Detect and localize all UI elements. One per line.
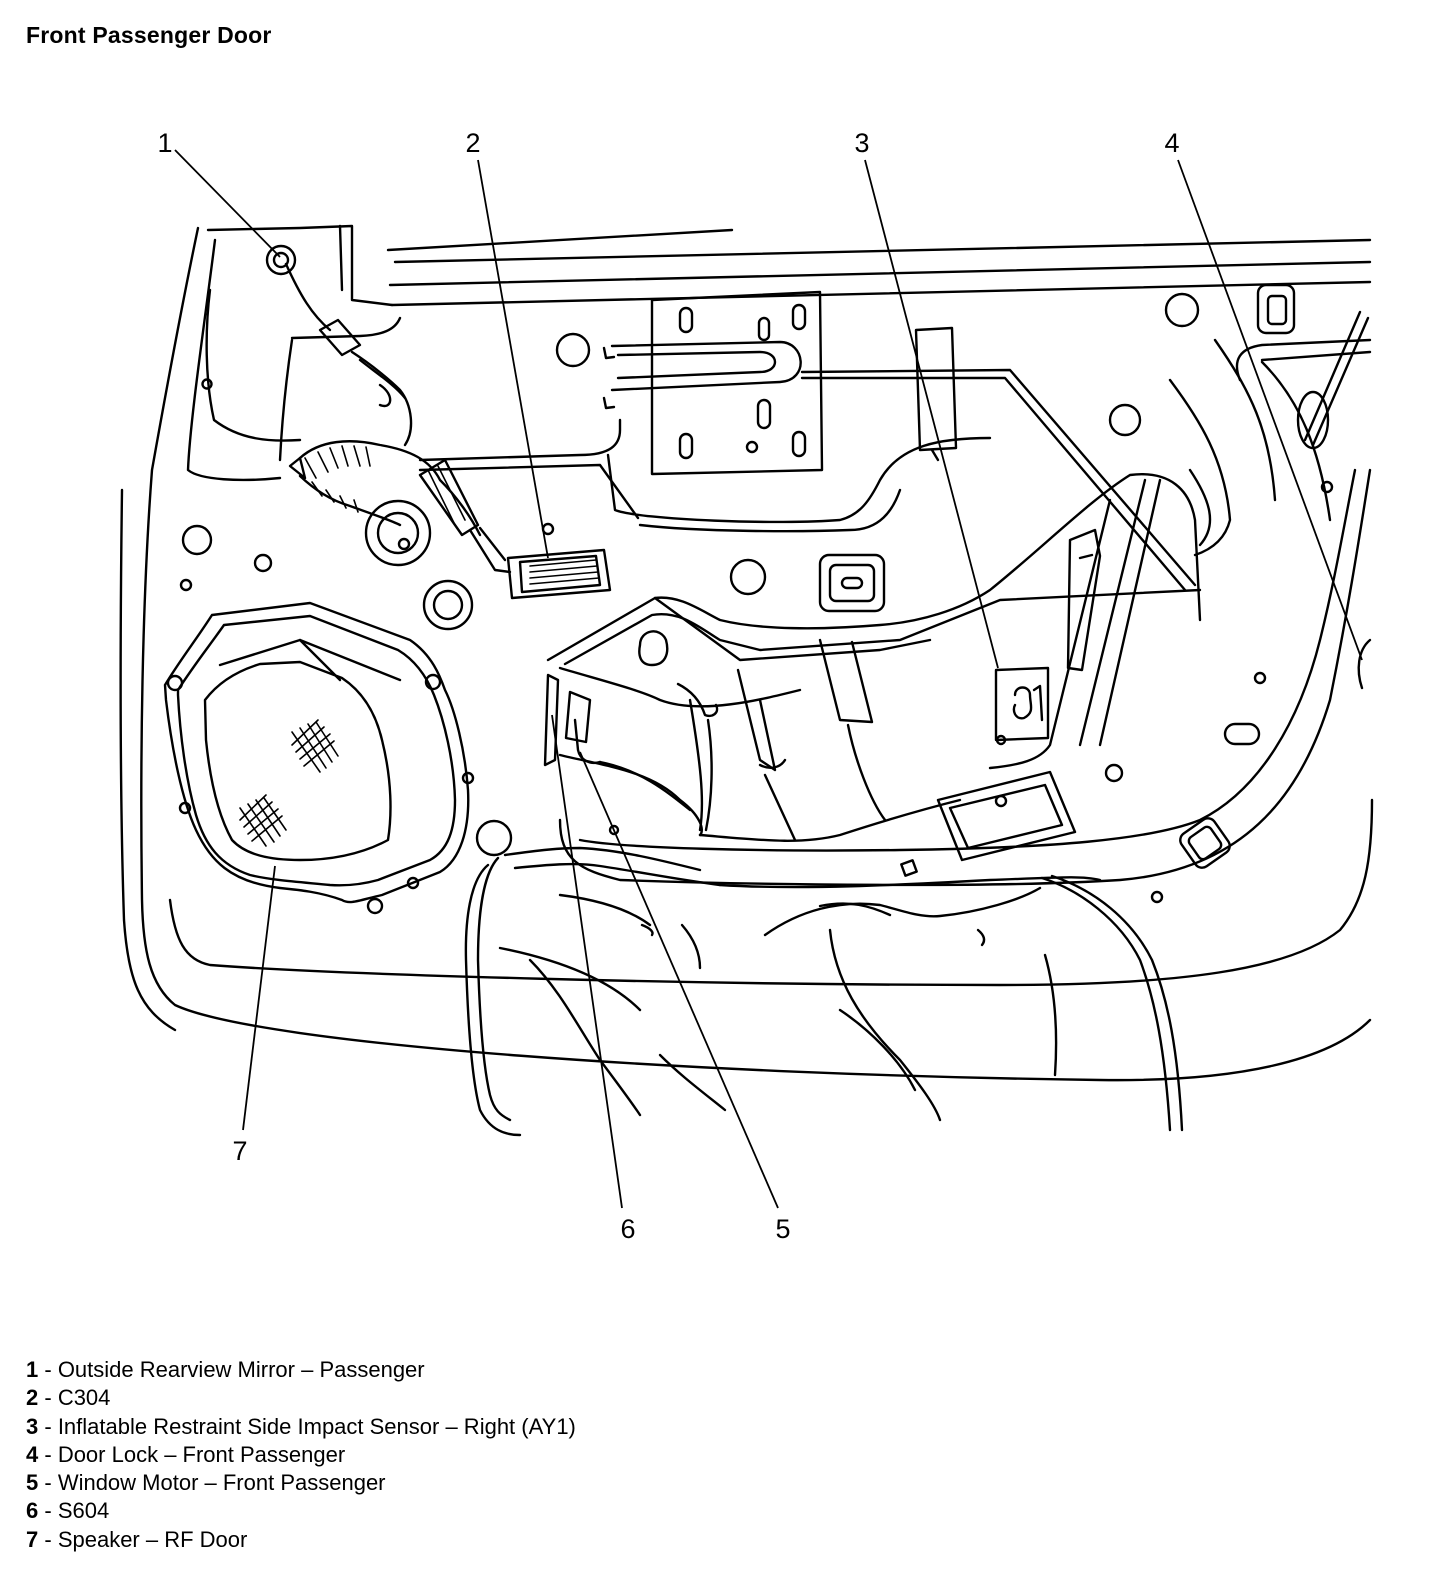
legend-separator: - (38, 1498, 58, 1524)
legend-description: Inflatable Restraint Side Impact Sensor … (57, 1413, 576, 1439)
leader-6 (551, 714, 623, 1209)
panel-holes (179, 283, 1334, 904)
leader-2 (477, 159, 549, 559)
mirror-harness (265, 244, 612, 600)
lower-harness (464, 673, 1184, 1137)
callout-2: 2 (465, 128, 480, 158)
door-lock-rod (1303, 310, 1372, 690)
legend-item-4: 4 - Door Lock – Front Passenger (26, 1441, 576, 1469)
motor-bracket (546, 326, 1202, 862)
legend-description: Speaker – RF Door (57, 1526, 248, 1552)
callout-3: 3 (854, 128, 869, 158)
legend-item-7: 7 - Speaker – RF Door (26, 1526, 576, 1554)
legend-number: 4 (26, 1441, 39, 1467)
legend-number: 5 (26, 1470, 39, 1496)
leader-1 (174, 149, 281, 258)
legend-number: 6 (26, 1498, 39, 1524)
leader-3 (864, 159, 999, 669)
leader-4 (1177, 159, 1363, 661)
legend-item-6: 6 - S604 (26, 1497, 576, 1525)
door-panel-outline (119, 224, 1374, 1082)
leader-7 (242, 865, 276, 1131)
callout-5: 5 (775, 1214, 790, 1244)
legend-item-2: 2 - C304 (26, 1384, 576, 1412)
callout-7: 7 (232, 1136, 247, 1166)
legend-separator: - (38, 1357, 58, 1382)
leader-5 (579, 751, 779, 1209)
legend-separator: - (38, 1526, 58, 1552)
legend-number: 7 (26, 1526, 39, 1552)
legend-number: 1 (26, 1357, 39, 1382)
regulator-plate (602, 290, 1197, 592)
legend-number: 2 (26, 1385, 39, 1411)
legend-number: 3 (26, 1413, 39, 1439)
legend-description: Door Lock – Front Passenger (57, 1441, 346, 1467)
legend-separator: - (38, 1470, 58, 1496)
callout-6: 6 (620, 1214, 635, 1244)
legend-item-1: 1 - Outside Rearview Mirror – Passenger (26, 1356, 576, 1384)
page-title: Front Passenger Door (26, 22, 272, 48)
callout-1: 1 (157, 128, 172, 158)
legend-item-5: 5 - Window Motor – Front Passenger (26, 1469, 576, 1497)
legend-separator: - (38, 1441, 58, 1467)
legend-description: Outside Rearview Mirror – Passenger (57, 1357, 425, 1382)
legend-item-3: 3 - Inflatable Restraint Side Impact Sen… (26, 1413, 576, 1441)
callout-4: 4 (1164, 128, 1179, 158)
callouts: 1 2 3 4 5 6 7 (157, 128, 1363, 1244)
legend-separator: - (38, 1413, 58, 1439)
speaker (163, 601, 475, 915)
legend-separator: - (38, 1385, 58, 1411)
legend-description: S604 (57, 1498, 110, 1524)
legend-description: C304 (57, 1385, 111, 1411)
door-wiring-diagram: 1 2 3 4 5 6 7 (119, 128, 1374, 1244)
legend-description: Window Motor – Front Passenger (57, 1470, 386, 1496)
legend: 1 - Outside Rearview Mirror – Passenger … (26, 1356, 576, 1554)
